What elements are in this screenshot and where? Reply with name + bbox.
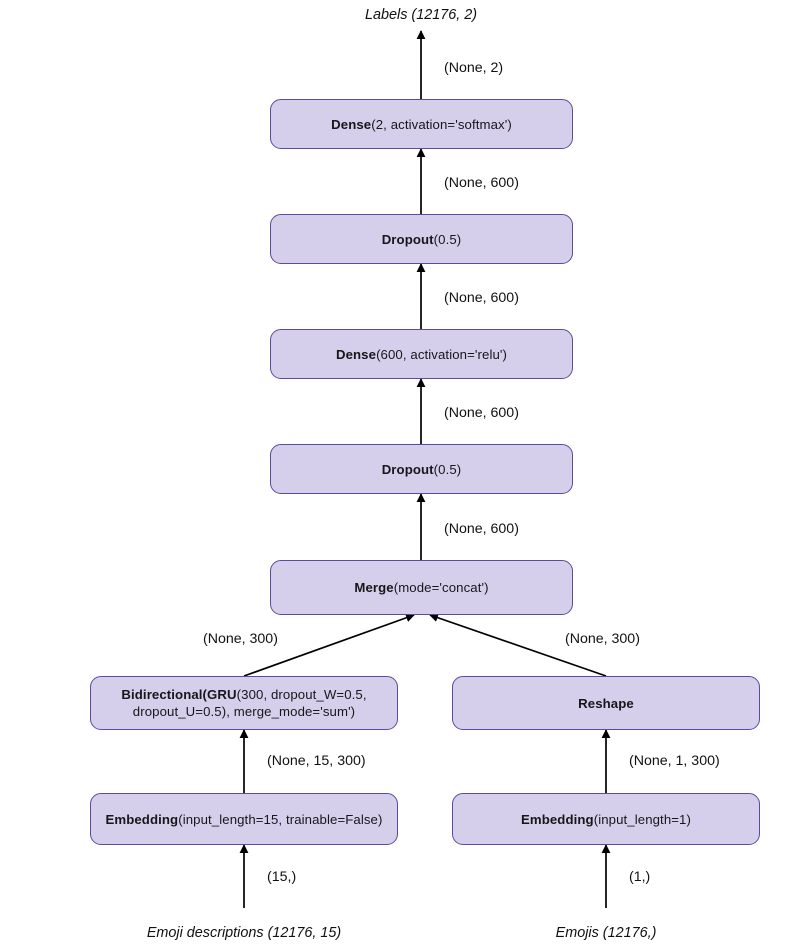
edge-label-bidirectional-to-merge: (None, 300) <box>203 631 278 647</box>
edge-label-input-right-to-embedding: (1,) <box>629 869 651 885</box>
node-bidirectional-gru-args-2: dropout_U=0.5), merge_mode='sum') <box>132 704 356 719</box>
node-bidirectional-gru-args: (300, dropout_W=0.5, <box>236 687 367 702</box>
edge-label-embedding-left-to-bidirectional: (None, 15, 300) <box>267 753 366 769</box>
node-merge-args: (mode='concat') <box>393 580 489 595</box>
node-dropout-mid[interactable]: Dropout(0.5) <box>270 444 573 494</box>
edge-label-dropout-mid-to-dense-relu: (None, 600) <box>444 405 519 421</box>
node-dropout-top[interactable]: Dropout(0.5) <box>270 214 573 264</box>
input-label-right: Emojis (12176,) <box>555 925 657 941</box>
node-merge[interactable]: Merge(mode='concat') <box>270 560 573 615</box>
output-label: Labels (12176, 2) <box>364 7 478 23</box>
node-dropout-top-name: Dropout <box>381 231 434 247</box>
node-embedding-right-name: Embedding <box>521 811 594 827</box>
node-dropout-mid-args: (0.5) <box>433 461 462 477</box>
node-reshape-name: Reshape <box>578 695 634 711</box>
node-bidirectional-gru[interactable]: Bidirectional(GRU(300, dropout_W=0.5, dr… <box>90 676 398 730</box>
node-embedding-right[interactable]: Embedding(input_length=1) <box>452 793 760 845</box>
node-dense-softmax[interactable]: Dense(2, activation='softmax') <box>270 99 573 149</box>
node-dense-relu-name: Dense <box>335 346 377 362</box>
node-bidirectional-gru-name: Bidirectional(GRU <box>121 687 237 702</box>
edge-label-embedding-right-to-reshape: (None, 1, 300) <box>629 753 720 769</box>
edge-label-merge-to-dropout-mid: (None, 600) <box>444 521 519 537</box>
node-embedding-left[interactable]: Embedding(input_length=15, trainable=Fal… <box>90 793 398 845</box>
edge-label-reshape-to-merge: (None, 300) <box>565 631 640 647</box>
node-dropout-top-args: (0.5) <box>433 231 462 247</box>
edge-label-dropout-top-to-dense-softmax: (None, 600) <box>444 175 519 191</box>
node-dense-relu[interactable]: Dense(600, activation='relu') <box>270 329 573 379</box>
node-embedding-left-args: (input_length=15, trainable=False) <box>178 811 383 827</box>
node-dense-softmax-args: (2, activation='softmax') <box>371 116 512 132</box>
node-dense-relu-args: (600, activation='relu') <box>376 346 508 362</box>
edge-label-dense-softmax-to-output: (None, 2) <box>444 60 504 76</box>
node-embedding-right-args: (input_length=1) <box>593 811 691 827</box>
node-reshape[interactable]: Reshape <box>452 676 760 730</box>
node-dropout-mid-name: Dropout <box>381 461 434 477</box>
edge-label-dense-relu-to-dropout-top: (None, 600) <box>444 290 519 306</box>
edge-label-input-left-to-embedding: (15,) <box>267 869 297 885</box>
node-merge-name: Merge <box>354 580 394 595</box>
node-dense-softmax-name: Dense <box>331 116 372 132</box>
input-label-left: Emoji descriptions (12176, 15) <box>146 925 342 941</box>
node-embedding-left-name: Embedding <box>105 811 179 827</box>
